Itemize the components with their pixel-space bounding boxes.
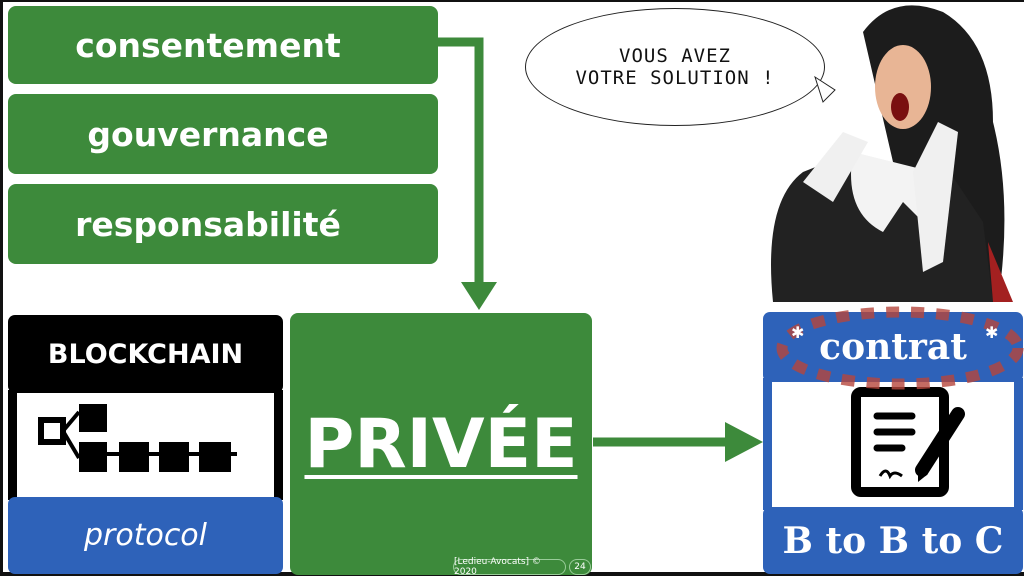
signed-document-icon <box>851 387 965 497</box>
lawyer-illustration <box>771 5 1013 302</box>
responsabilite-box: responsabilité <box>8 184 438 264</box>
gouvernance-box: gouvernance <box>8 94 438 174</box>
down-arrow-icon <box>461 282 497 310</box>
speech-line-2: VOTRE SOLUTION ! <box>575 67 775 89</box>
dotted-highlight-ring: ✱ ✱ <box>776 306 1024 390</box>
protocol-label: protocol <box>83 518 208 553</box>
privee-box: PRIVÉE <box>290 313 592 575</box>
b2b2c-footer: B to B to C <box>763 507 1023 574</box>
asterisk-icon: ✱ <box>791 323 804 342</box>
contract-body <box>763 378 1023 510</box>
asterisk-icon: ✱ <box>985 323 998 342</box>
privee-label: PRIVÉE <box>304 405 578 484</box>
blockchain-header: BLOCKCHAIN <box>8 315 283 393</box>
consentement-label: consentement <box>75 25 341 65</box>
footer-credit: [Ledieu-Avocats] © 2020 <box>453 557 566 577</box>
contract-header: contrat <box>763 312 1023 382</box>
right-arrow-icon <box>725 422 763 462</box>
speech-line-1: VOUS AVEZ <box>619 45 731 67</box>
connector-arrows <box>438 37 763 462</box>
responsabilite-label: responsabilité <box>75 204 341 244</box>
blockchain-network-icon <box>38 404 237 472</box>
speech-bubble: VOUS AVEZ VOTRE SOLUTION ! <box>525 8 825 126</box>
gouvernance-label: gouvernance <box>87 114 329 154</box>
consentement-box: consentement <box>8 6 438 84</box>
blockchain-diagram-area <box>8 390 283 500</box>
contract-title: contrat <box>819 326 967 368</box>
blockchain-title: BLOCKCHAIN <box>47 338 244 370</box>
b2b2c-label: B to B to C <box>782 519 1004 562</box>
protocol-footer: protocol <box>8 497 283 574</box>
page-number: 24 <box>569 559 591 575</box>
